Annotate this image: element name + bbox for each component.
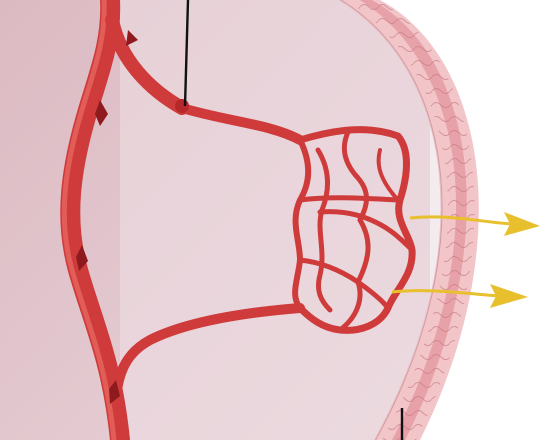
branch-junction [175,99,189,113]
inner-tissue [120,0,442,440]
